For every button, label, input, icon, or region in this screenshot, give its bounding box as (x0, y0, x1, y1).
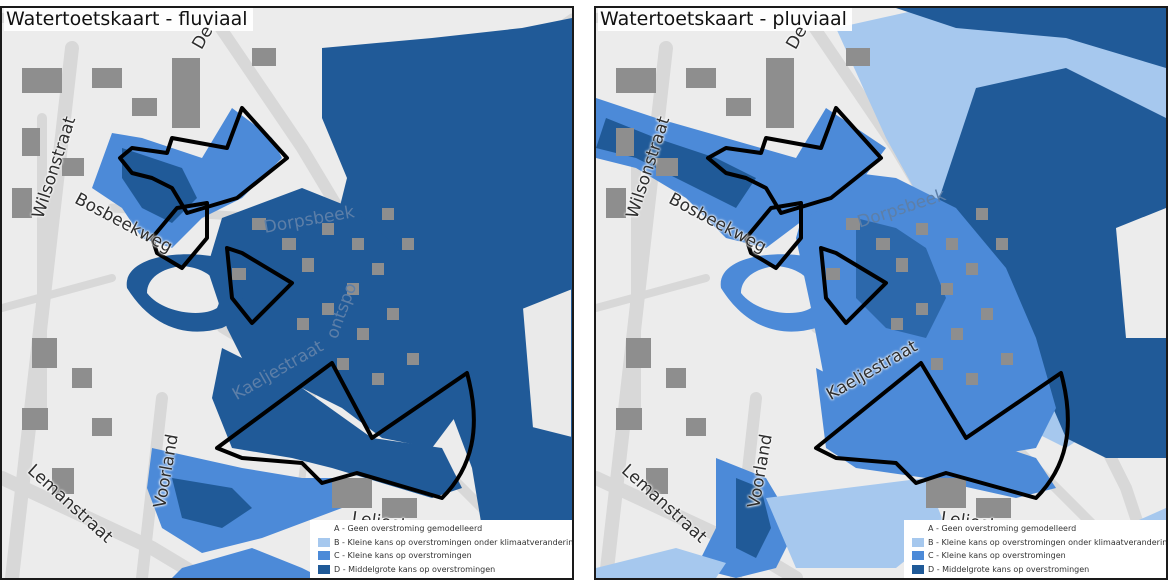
legend-item: B - Kleine kans op overstromingen onder … (912, 536, 1166, 550)
map-title: Watertoetskaart - pluviaal (598, 8, 852, 31)
legend-swatch-c (318, 551, 330, 561)
legend-swatch-d (912, 564, 924, 574)
legend-item: C - Kleine kans op overstromingen (912, 549, 1166, 563)
legend-item: B - Kleine kans op overstromingen onder … (318, 536, 572, 550)
map-panel-pluviaal[interactable]: Watertoetskaart - pluviaal Wilsonstraat … (594, 6, 1168, 580)
legend-label: D - Middelgrote kans op overstromingen (928, 564, 1090, 574)
flood-areas (92, 18, 572, 578)
legend-label: A - Geen overstroming gemodelleerd (928, 524, 1077, 534)
map-canvas-fluviaal (2, 8, 572, 578)
legend-label: B - Kleine kans op overstromingen onder … (334, 537, 574, 547)
legend-label: D - Middelgrote kans op overstromingen (334, 564, 496, 574)
map-legend: A - Geen overstroming gemodelleerd B - K… (310, 520, 572, 578)
legend-label: A - Geen overstroming gemodelleerd (334, 524, 483, 534)
legend-item: D - Middelgrote kans op overstromingen (912, 563, 1166, 577)
legend-swatch-a (912, 524, 924, 533)
flood-areas (596, 8, 1166, 578)
legend-swatch-c (912, 551, 924, 561)
legend-item: A - Geen overstroming gemodelleerd (318, 522, 572, 536)
legend-label: C - Kleine kans op overstromingen (928, 551, 1066, 561)
legend-swatch-d (318, 564, 330, 574)
buildings (606, 48, 1013, 518)
legend-item: A - Geen overstroming gemodelleerd (912, 522, 1166, 536)
legend-item: D - Middelgrote kans op overstromingen (318, 563, 572, 577)
legend-label: B - Kleine kans op overstromingen onder … (928, 537, 1168, 547)
map-legend: A - Geen overstroming gemodelleerd B - K… (904, 520, 1166, 578)
legend-swatch-b (912, 537, 924, 547)
project-boundary (118, 106, 476, 500)
buildings (12, 48, 419, 518)
project-boundary (706, 106, 1070, 500)
legend-swatch-b (318, 537, 330, 547)
legend-swatch-a (318, 524, 330, 533)
map-panel-fluviaal[interactable]: Watertoetskaart - fluviaal Wilsonstraat … (0, 6, 574, 580)
legend-label: C - Kleine kans op overstromingen (334, 551, 472, 561)
map-title: Watertoetskaart - fluviaal (4, 8, 253, 31)
legend-item: C - Kleine kans op overstromingen (318, 549, 572, 563)
map-canvas-pluviaal (596, 8, 1166, 578)
